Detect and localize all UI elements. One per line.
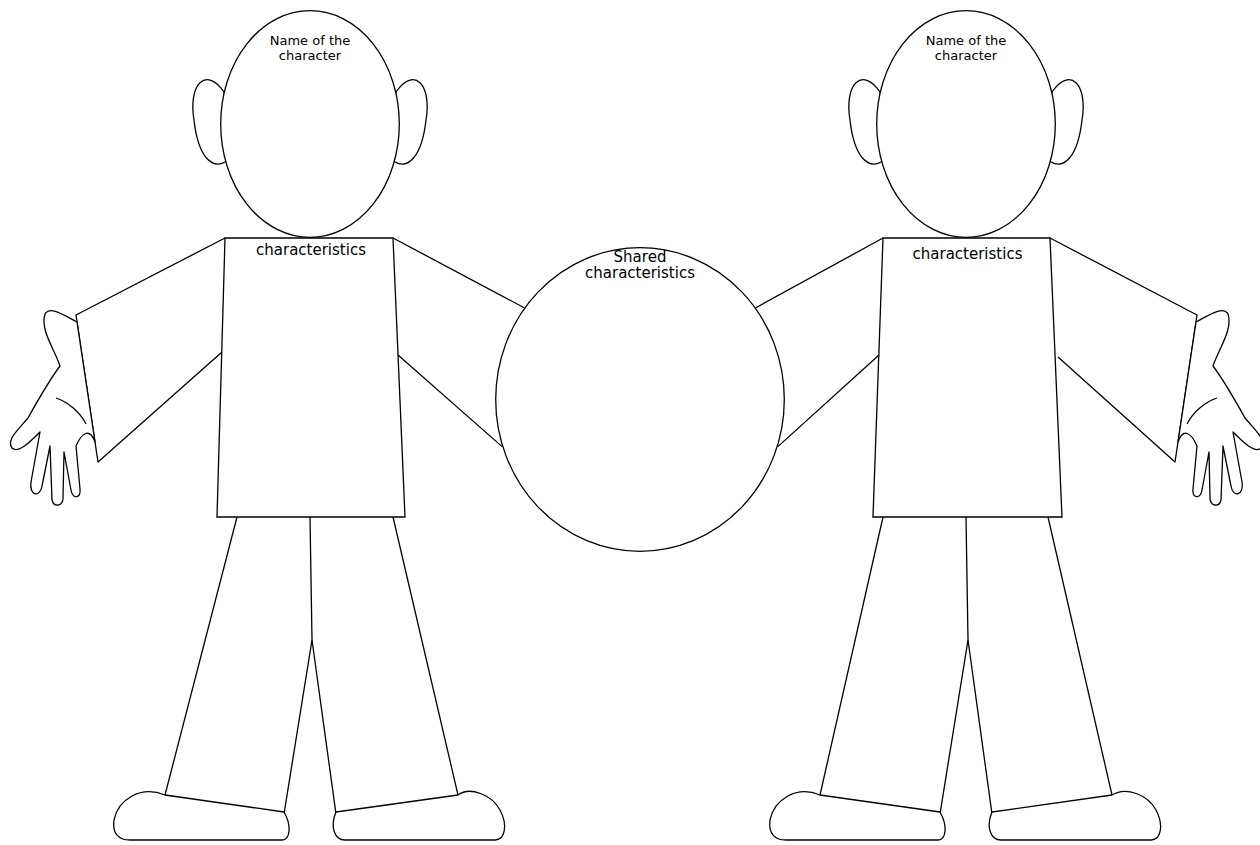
leg-line bbox=[284, 640, 312, 814]
character-head: Name of the character bbox=[876, 10, 1056, 238]
characteristics-torso: characteristics bbox=[217, 238, 405, 517]
hand bbox=[10, 311, 95, 505]
shoe bbox=[114, 792, 289, 840]
arm-connector bbox=[393, 238, 524, 447]
characteristics-torso-outline bbox=[873, 238, 1062, 517]
node-label: Shared characteristics bbox=[565, 249, 715, 281]
leg-line bbox=[165, 517, 237, 795]
leg-line bbox=[940, 640, 968, 814]
outer-arm bbox=[1050, 238, 1197, 462]
palm-crease bbox=[1187, 398, 1217, 424]
character-head: Name of the character bbox=[220, 10, 400, 238]
characteristics-torso: characteristics bbox=[873, 238, 1062, 517]
leg-line bbox=[1048, 517, 1112, 795]
leg-line bbox=[312, 640, 336, 814]
leg-line bbox=[966, 517, 968, 640]
hand bbox=[1178, 311, 1260, 505]
outline-polygon bbox=[873, 238, 1062, 517]
node-label: characteristics bbox=[221, 241, 401, 259]
leg-line bbox=[968, 640, 992, 814]
node-label: characteristics bbox=[878, 245, 1058, 263]
shoe bbox=[770, 792, 945, 840]
palm-crease bbox=[56, 398, 86, 424]
characteristics-torso-outline bbox=[217, 238, 405, 517]
hand-outline bbox=[10, 311, 95, 505]
shoe bbox=[333, 791, 504, 840]
leg-line bbox=[820, 517, 883, 795]
leg-line bbox=[393, 517, 458, 795]
outline-ellipse bbox=[496, 248, 785, 552]
node-label: Name of the character bbox=[916, 33, 1016, 63]
outline-polygon bbox=[217, 238, 405, 517]
node-label: Name of the character bbox=[260, 33, 360, 63]
outer-arm bbox=[76, 238, 225, 462]
hand-outline bbox=[1178, 311, 1260, 505]
outline-ellipse bbox=[877, 11, 1056, 238]
arm-connector bbox=[756, 238, 883, 447]
shared-circle-outline bbox=[495, 247, 785, 552]
shared-circle: Shared characteristics bbox=[495, 247, 785, 552]
shoe bbox=[989, 791, 1160, 840]
leg-line bbox=[310, 517, 312, 640]
outline-ellipse bbox=[221, 11, 400, 238]
